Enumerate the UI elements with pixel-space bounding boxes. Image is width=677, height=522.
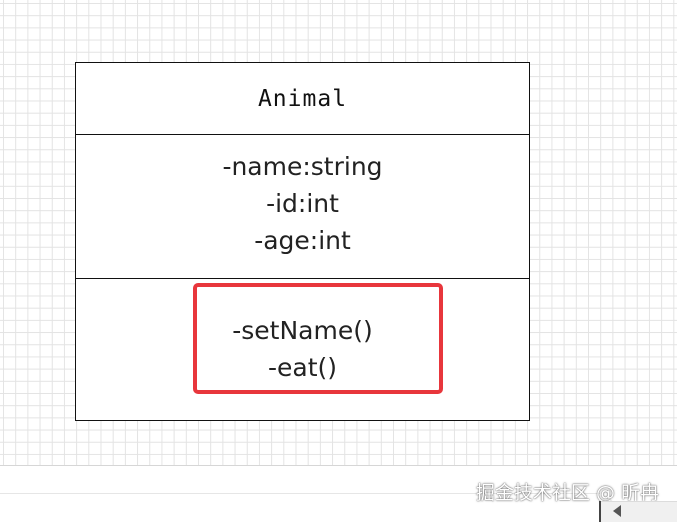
- scrollbar-edge: [599, 501, 601, 522]
- attribute-name: -name:string: [222, 152, 383, 181]
- method-setname: -setName(): [232, 316, 373, 345]
- scroll-left-arrow-icon[interactable]: [613, 505, 621, 517]
- class-name: Animal: [257, 85, 348, 112]
- watermark-text: 掘金技术社区 @ 昕冉: [475, 482, 659, 504]
- methods-highlight-box: [193, 283, 443, 394]
- methods-section: -setName() -eat(): [76, 279, 529, 420]
- uml-class-box[interactable]: Animal -name:string -id:int -age:int -se…: [75, 62, 530, 421]
- attribute-age: -age:int: [254, 226, 351, 255]
- class-name-section: Animal: [76, 63, 529, 135]
- horizontal-scroll-track[interactable]: [0, 493, 600, 494]
- attributes-section: -name:string -id:int -age:int: [76, 135, 529, 279]
- canvas-bottom-divider: [0, 465, 677, 466]
- scrollbar-corner[interactable]: [599, 501, 677, 522]
- attribute-id: -id:int: [266, 189, 339, 218]
- method-eat: -eat(): [267, 353, 338, 382]
